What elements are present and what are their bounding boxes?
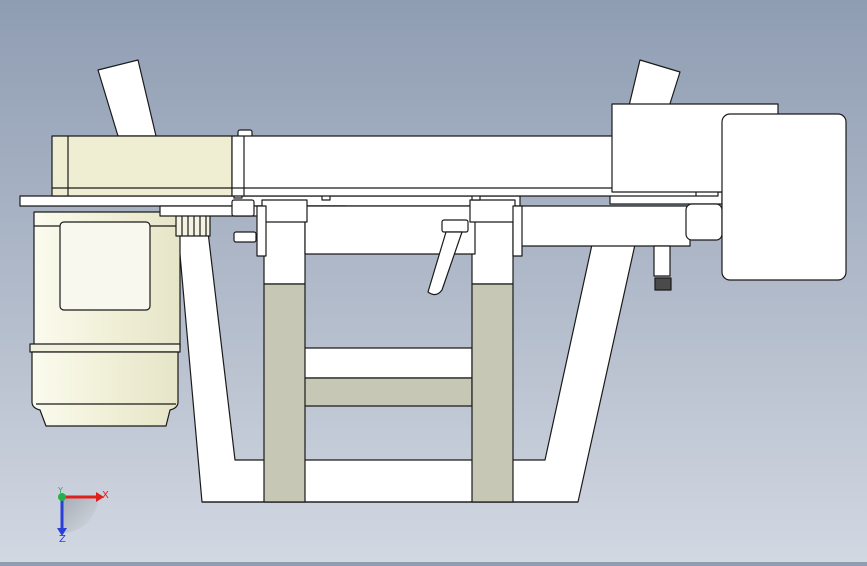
right-leg-plate — [512, 205, 523, 257]
z-axis-head — [57, 528, 67, 536]
left-leg-clamp — [261, 199, 308, 223]
x-axis-label: X — [102, 490, 109, 501]
right-leg[interactable] — [471, 215, 514, 503]
y-axis-dot — [58, 493, 66, 501]
right-frame-beam[interactable] — [519, 205, 691, 247]
right-leg-clamp — [469, 199, 516, 223]
z-axis-label: Z — [59, 534, 66, 545]
clamp-lever[interactable] — [427, 219, 469, 296]
upper-cross-bar[interactable] — [303, 347, 473, 379]
y-axis-label: Y — [57, 486, 63, 495]
right-upright-bracket[interactable] — [627, 59, 681, 111]
x-axis-head — [96, 492, 104, 502]
orientation-triad[interactable]: X Y Z — [57, 486, 109, 545]
left-upright-bracket[interactable] — [97, 59, 157, 137]
left-leg-plate — [256, 205, 267, 257]
left-leg[interactable] — [263, 215, 306, 503]
lower-cross-bar[interactable] — [303, 377, 473, 407]
drive-motor[interactable] — [29, 211, 181, 427]
belt-drive-end[interactable] — [51, 135, 233, 197]
proximity-sensor[interactable] — [653, 245, 672, 291]
control-box[interactable] — [721, 113, 847, 281]
triad-backplane — [62, 497, 98, 533]
beam-end-cap — [685, 203, 723, 241]
